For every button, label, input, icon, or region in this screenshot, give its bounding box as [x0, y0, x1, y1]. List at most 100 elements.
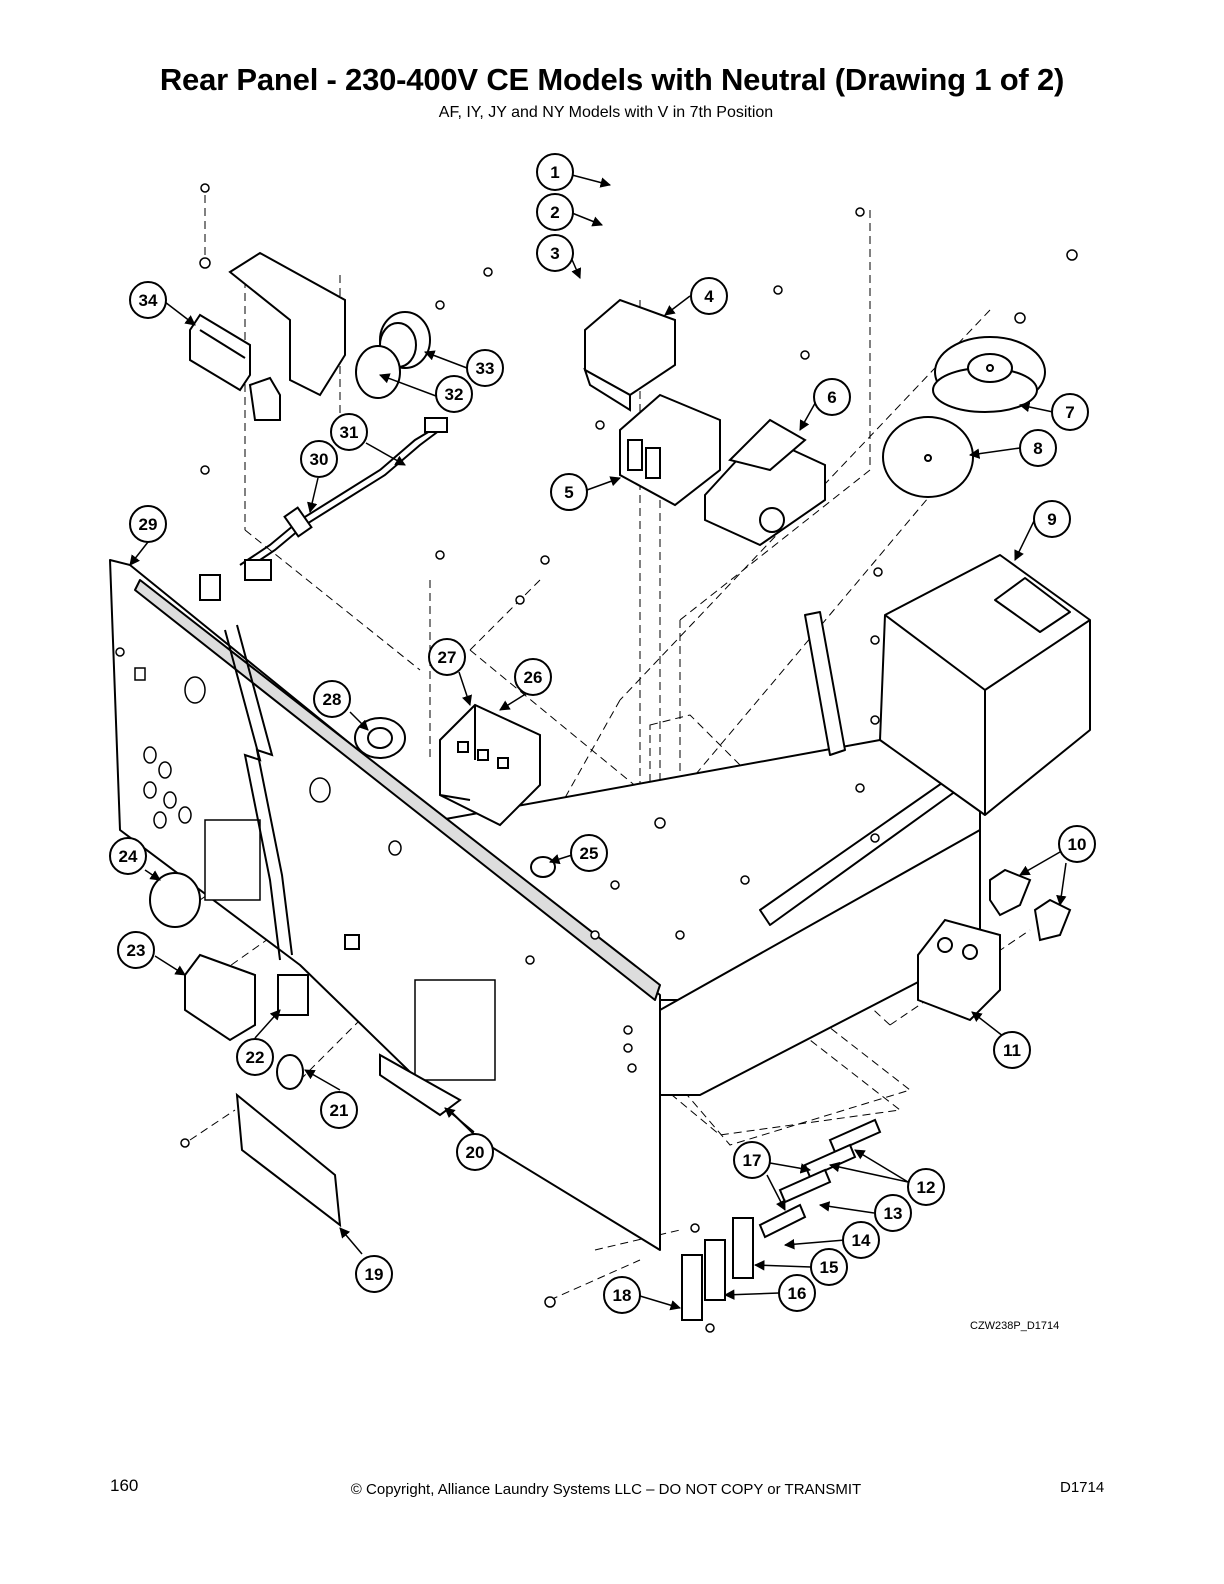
- callout-2: 2: [536, 193, 574, 231]
- callout-label: 2: [550, 203, 559, 222]
- callout-circle: [733, 1141, 771, 1179]
- callout-label: 34: [139, 291, 158, 310]
- callout-14: 14: [842, 1221, 880, 1259]
- callout-label: 18: [613, 1286, 632, 1305]
- copyright-notice: © Copyright, Alliance Laundry Systems LL…: [350, 1481, 862, 1498]
- callout-circle: [355, 1255, 393, 1293]
- callout-29: 29: [129, 505, 167, 543]
- relay-stack: [583, 298, 721, 507]
- callout-12: 12: [907, 1168, 945, 1206]
- callout-label: 30: [310, 450, 329, 469]
- callout-circle: [907, 1168, 945, 1206]
- control-transformer: [704, 418, 826, 547]
- callout-label: 13: [884, 1204, 903, 1223]
- callout-17: 17: [733, 1141, 771, 1179]
- callout-circle: [129, 281, 167, 319]
- callout-18: 18: [603, 1276, 641, 1314]
- drawing-code: CZW238P_D1714: [970, 1320, 1060, 1332]
- callout-label: 28: [323, 690, 342, 709]
- callout-circle: [330, 413, 368, 451]
- callout-circle: [536, 234, 574, 272]
- circuit-breaker: [917, 868, 1072, 1022]
- callout-label: 9: [1047, 510, 1056, 529]
- page-subtitle: AF, IY, JY and NY Models with V in 7th P…: [438, 104, 774, 121]
- callout-circle: [466, 349, 504, 387]
- callout-circle: [1033, 500, 1071, 538]
- callout-5: 5: [550, 473, 588, 511]
- callout-circle: [109, 837, 147, 875]
- callout-circle: [1051, 393, 1089, 431]
- callout-label: 5: [564, 483, 573, 502]
- callout-13: 13: [874, 1194, 912, 1232]
- callout-circle: [536, 193, 574, 231]
- alarm-bell: [882, 336, 1046, 498]
- callout-circle: [117, 931, 155, 969]
- callout-circle: [813, 378, 851, 416]
- wire-harness: [199, 417, 448, 601]
- callout-label: 8: [1033, 439, 1042, 458]
- callout-34: 34: [129, 281, 167, 319]
- callout-circle: [842, 1221, 880, 1259]
- callout-16: 16: [778, 1274, 816, 1312]
- callout-32: 32: [435, 375, 473, 413]
- callout-circle: [456, 1133, 494, 1171]
- callout-circle: [874, 1194, 912, 1232]
- callout-1: 1: [536, 153, 574, 191]
- callout-circle: [428, 638, 466, 676]
- callout-label: 19: [365, 1265, 384, 1284]
- rear-panel-chassis: [109, 559, 986, 1251]
- callout-label: 24: [119, 847, 138, 866]
- callout-circle: [603, 1276, 641, 1314]
- callout-circle: [300, 440, 338, 478]
- panel-holes: [134, 667, 975, 1081]
- callout-7: 7: [1051, 393, 1089, 431]
- callout-label: 26: [524, 668, 543, 687]
- callout-28: 28: [313, 680, 351, 718]
- callout-label: 7: [1065, 403, 1074, 422]
- callout-circle: [129, 505, 167, 543]
- callout-circle: [514, 658, 552, 696]
- callout-label: 33: [476, 359, 495, 378]
- callout-label: 15: [820, 1258, 839, 1277]
- callout-label: 29: [139, 515, 158, 534]
- callout-24: 24: [109, 837, 147, 875]
- callout-circle: [993, 1031, 1031, 1069]
- callout-26: 26: [514, 658, 552, 696]
- callout-9: 9: [1033, 500, 1071, 538]
- callout-3: 3: [536, 234, 574, 272]
- callout-label: 25: [580, 844, 599, 863]
- contactor-block: [439, 703, 541, 827]
- callout-21: 21: [320, 1091, 358, 1129]
- callout-27: 27: [428, 638, 466, 676]
- callout-25: 25: [570, 834, 608, 872]
- callout-label: 31: [340, 423, 359, 442]
- callout-label: 12: [917, 1178, 936, 1197]
- callout-label: 6: [827, 388, 836, 407]
- callout-circle: [1019, 429, 1057, 467]
- callout-circle: [236, 1038, 274, 1076]
- callout-circle: [435, 375, 473, 413]
- callout-label: 11: [1003, 1041, 1021, 1060]
- callout-15: 15: [810, 1248, 848, 1286]
- callout-20: 20: [456, 1133, 494, 1171]
- callout-label: 4: [704, 287, 714, 306]
- callout-11: 11: [993, 1031, 1031, 1069]
- callout-circle: [1058, 825, 1096, 863]
- transformer-box: [879, 554, 1091, 816]
- callout-label: 27: [438, 648, 457, 667]
- callout-label: 3: [550, 244, 559, 263]
- callout-label: 32: [445, 385, 464, 404]
- callout-circle: [536, 153, 574, 191]
- callout-circle: [778, 1274, 816, 1312]
- callout-circle: [810, 1248, 848, 1286]
- callout-6: 6: [813, 378, 851, 416]
- callout-33: 33: [466, 349, 504, 387]
- fuse-assembly: [681, 1118, 882, 1321]
- callout-23: 23: [117, 931, 155, 969]
- callout-19: 19: [355, 1255, 393, 1293]
- callout-label: 14: [852, 1231, 871, 1250]
- callout-circle: [320, 1091, 358, 1129]
- callout-circle: [550, 473, 588, 511]
